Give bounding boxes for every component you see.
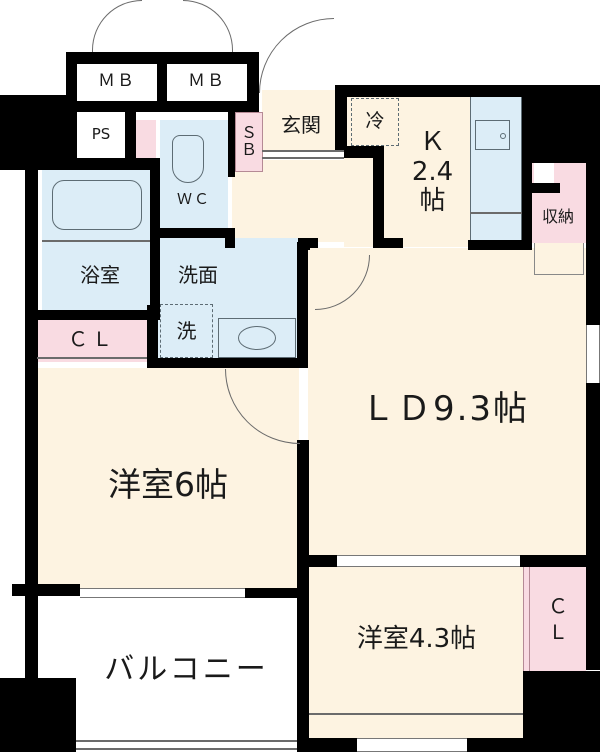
closet-left-area xyxy=(37,320,147,362)
kitchen-sink-icon xyxy=(475,120,510,150)
closet-right-label: Ｃ Ｌ xyxy=(548,594,568,644)
western-room-1-label: 洋室6帖 xyxy=(108,464,228,504)
bathroom-label: 浴室 xyxy=(80,262,120,287)
wall xyxy=(228,112,235,177)
western-room-2-area xyxy=(308,566,523,746)
western-room-2-label: 洋室4.3帖 xyxy=(356,624,477,655)
wall xyxy=(25,95,77,170)
wall xyxy=(150,228,235,238)
ld-sliding-door xyxy=(337,555,527,567)
meter-box-right-area xyxy=(167,63,247,101)
wall xyxy=(66,101,259,112)
toilet-icon xyxy=(172,135,204,183)
wall xyxy=(245,588,307,598)
counter-divider xyxy=(470,212,522,214)
entrance-area xyxy=(262,90,344,150)
wall xyxy=(157,52,167,112)
wall xyxy=(147,305,158,368)
shoe-box-area xyxy=(235,112,263,172)
living-dining-label: ＬＤ9.3帖 xyxy=(360,389,530,430)
wall xyxy=(66,52,77,112)
bathtub-icon xyxy=(52,180,142,230)
closet-right-area xyxy=(530,567,586,671)
wall xyxy=(298,242,310,250)
closet-left-label: ＣＬ xyxy=(68,326,116,351)
fridge-label: 冷 xyxy=(365,110,385,133)
wall xyxy=(373,146,384,246)
washer-box-icon xyxy=(160,304,213,358)
wall xyxy=(467,738,527,752)
washer-label: 洗 xyxy=(176,318,197,343)
pipe-space-label: PS xyxy=(91,125,111,144)
wall xyxy=(125,112,136,170)
wall xyxy=(297,555,337,567)
wall xyxy=(373,238,403,248)
storage-label: 収納 xyxy=(541,207,574,227)
wall xyxy=(12,584,80,596)
pipe-space-strip xyxy=(136,120,156,158)
wall xyxy=(147,358,307,368)
wall xyxy=(297,738,357,752)
wall xyxy=(335,85,347,150)
wall xyxy=(297,242,308,368)
wall xyxy=(150,158,160,318)
wall xyxy=(25,310,160,320)
fridge-box-icon xyxy=(351,98,399,146)
wall xyxy=(523,671,600,752)
living-dining-area xyxy=(308,248,586,556)
wall xyxy=(468,240,532,250)
kitchen-label: Ｋ 2.4 帖 xyxy=(411,126,454,217)
pipe-space-area xyxy=(77,112,125,158)
washroom-label: 洗面 xyxy=(178,262,218,287)
sink-bowl-icon xyxy=(238,326,276,350)
balcony-label: バルコニー xyxy=(104,652,269,688)
bathtub-edge xyxy=(42,240,150,242)
balcony-railing xyxy=(76,748,297,750)
wall xyxy=(522,85,532,245)
room4-window xyxy=(357,738,467,752)
wall xyxy=(0,678,76,752)
meter-box-left-label: ＭＢ xyxy=(98,71,136,92)
wall xyxy=(520,555,600,567)
wall xyxy=(522,183,560,193)
bathroom-area xyxy=(42,170,150,318)
closet-left-sash xyxy=(37,357,147,359)
duct-space xyxy=(534,163,554,183)
entrance-step-line xyxy=(262,150,344,152)
room6-balcony-window xyxy=(80,588,245,598)
floor-line xyxy=(309,713,523,715)
entrance-label: 玄関 xyxy=(281,112,321,137)
shoe-box-label: Ｓ Ｂ xyxy=(240,123,257,159)
kitchen-area xyxy=(344,97,470,247)
wall xyxy=(247,52,259,112)
wall xyxy=(25,158,160,170)
balcony xyxy=(38,598,300,740)
wall xyxy=(25,158,38,750)
entrance-step-line xyxy=(262,157,344,159)
meter-box-left-area xyxy=(77,63,157,101)
ld-window-right xyxy=(586,325,600,383)
wall xyxy=(225,228,235,248)
washbasin-icon xyxy=(218,318,296,358)
meter-box-right-label: ＭＢ xyxy=(188,71,226,92)
closet-right-door[interactable] xyxy=(523,567,530,671)
balcony-railing xyxy=(76,740,297,742)
kitchen-counter xyxy=(470,97,522,242)
toilet-label: ＷＣ xyxy=(176,190,211,209)
kitchen-drain-icon xyxy=(500,133,506,139)
storage-door[interactable] xyxy=(534,243,584,275)
